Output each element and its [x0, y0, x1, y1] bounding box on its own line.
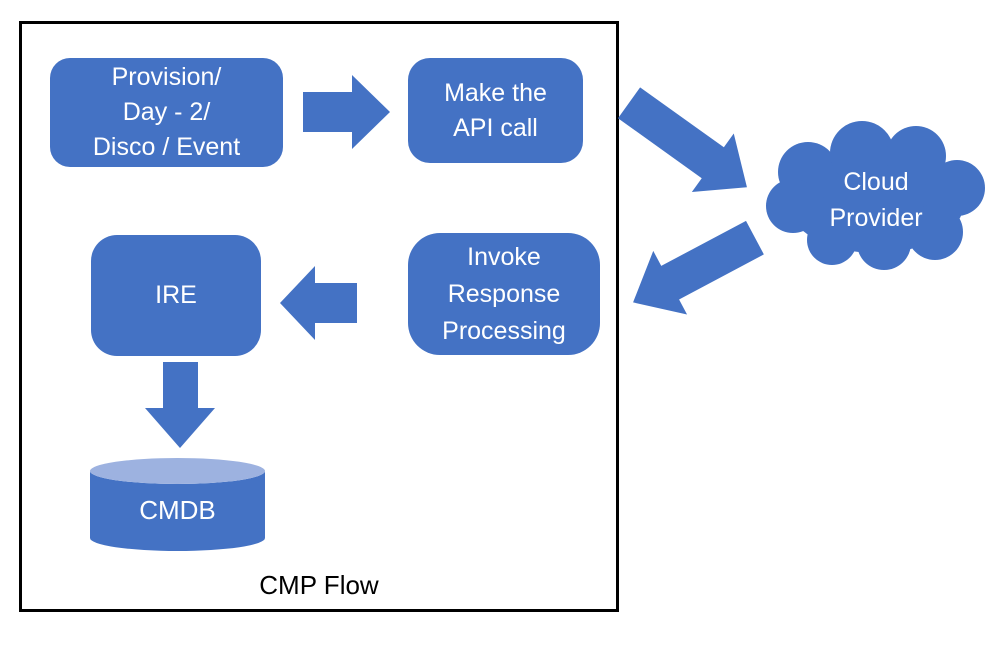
provision-to-api-arrow: [303, 75, 390, 149]
cmp-flow-frame: [19, 21, 619, 612]
node-ire: IRE: [91, 235, 261, 356]
node-line: Response: [447, 279, 561, 308]
api-to-cloud-arrow: [617, 87, 747, 193]
node-line: Make the: [444, 78, 547, 107]
node-provision: Provision/ Day - 2/ Disco / Event: [50, 58, 283, 167]
node-line: Processing: [442, 316, 566, 345]
cloud-to-invoke-arrow: [633, 220, 764, 315]
node-line: Provider: [829, 204, 923, 232]
node-line: Disco / Event: [92, 133, 241, 161]
invoke-to-ire-arrow: [280, 266, 357, 340]
node-line: API call: [453, 113, 538, 142]
node-line: CMDB: [139, 495, 216, 525]
cmdb-cylinder-body: [90, 471, 265, 551]
cloud-shape: [766, 121, 985, 270]
node-line: Invoke: [467, 242, 541, 271]
node-line: Provision/: [111, 63, 222, 91]
node-line: IRE: [155, 281, 197, 309]
diagram-caption: CMP Flow: [259, 570, 379, 600]
cmdb-cylinder: [90, 458, 265, 551]
node-cmdb-label: CMDB: [90, 496, 265, 524]
node-line: Day - 2/: [122, 98, 211, 126]
node-line: Cloud: [843, 168, 909, 196]
cmdb-cylinder-top: [90, 458, 265, 484]
node-cloud-provider-label: Cloud Provider: [765, 164, 987, 236]
node-make-api-call: Make the API call: [408, 58, 583, 163]
ire-to-cmdb-arrow: [145, 362, 215, 448]
node-invoke-response-processing: Invoke Response Processing: [408, 233, 600, 355]
